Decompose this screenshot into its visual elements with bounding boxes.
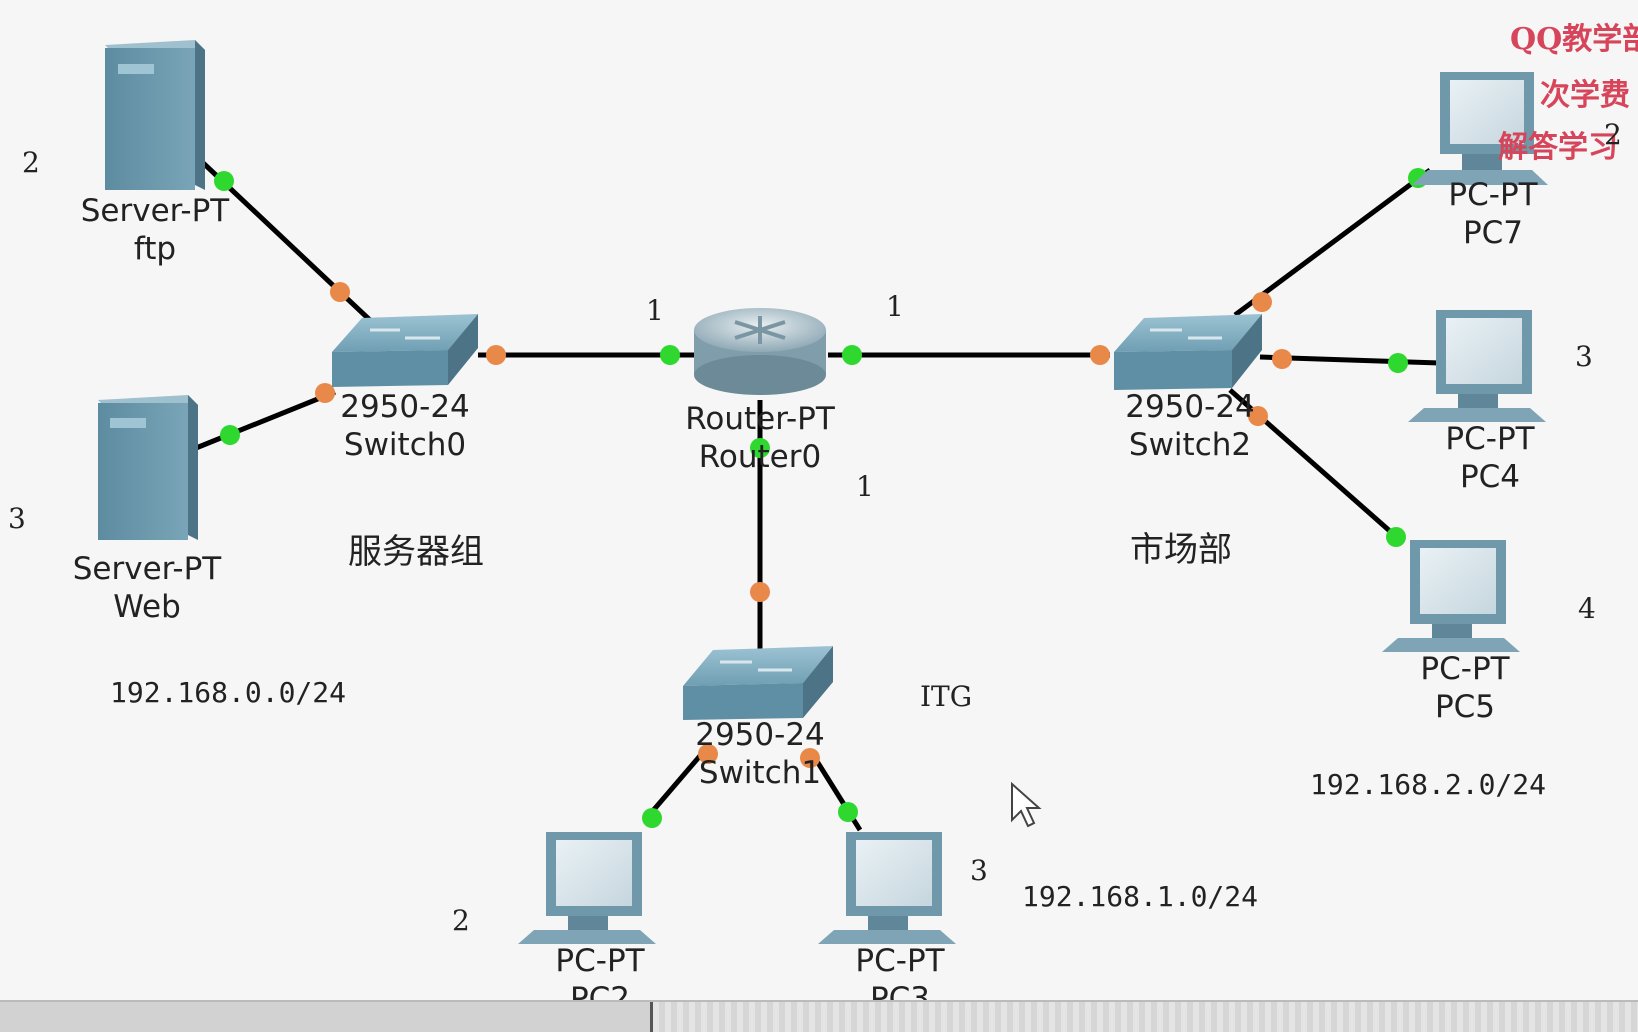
- router0-right-port-number: 1: [886, 290, 904, 323]
- pc3-name-label: PC3: [869, 981, 931, 1000]
- topology-canvas: [98, 40, 1548, 944]
- router0-left-port-number: 1: [646, 294, 664, 327]
- watermark-line-3: 解答学习: [1498, 130, 1618, 165]
- server-web-name-label: Web: [113, 589, 181, 625]
- switch1-name-label: Switch1: [698, 755, 822, 791]
- pc3-icon[interactable]: [818, 832, 956, 944]
- servers-group-label: 服务器组: [348, 532, 484, 572]
- watermark-line-2: 次学费: [1540, 78, 1630, 113]
- switch0-model-label: 2950-24: [340, 389, 470, 425]
- switch2-icon[interactable]: [1114, 314, 1262, 390]
- link-status-lights: [214, 168, 1428, 828]
- switch1-icon[interactable]: [683, 646, 833, 720]
- link-switch1-pc2[interactable]: [643, 748, 707, 822]
- pc4-port-number: 3: [1575, 340, 1593, 373]
- pc2-icon[interactable]: [518, 832, 656, 944]
- pc5-model-label: PC-PT: [1420, 651, 1510, 687]
- pc2-name-label: PC2: [569, 981, 631, 1000]
- itg-network-label: 192.168.1.0/24: [1022, 880, 1259, 913]
- server-web-icon[interactable]: [98, 395, 198, 540]
- pc2-model-label: PC-PT: [555, 943, 645, 979]
- pc7-model-label: PC-PT: [1448, 177, 1538, 213]
- mouse-pointer-icon: [1011, 781, 1042, 828]
- watermark-line-1: QQ教学部: [1510, 22, 1638, 57]
- switch0-name-label: Switch0: [343, 427, 467, 463]
- link-switch2-pc7[interactable]: [1233, 167, 1432, 318]
- switch1-model-label: 2950-24: [695, 717, 825, 753]
- pc4-model-label: PC-PT: [1445, 421, 1535, 457]
- status-bar: [0, 1000, 1638, 1032]
- market-group-label: 市场部: [1130, 530, 1232, 570]
- server-ftp-icon[interactable]: [105, 40, 205, 190]
- pc4-icon[interactable]: [1408, 310, 1546, 422]
- switch2-model-label: 2950-24: [1125, 389, 1255, 425]
- pc5-name-label: PC5: [1434, 689, 1496, 725]
- switch2-name-label: Switch2: [1128, 427, 1252, 463]
- pc7-port-number: 2: [1604, 118, 1622, 151]
- itg-group-label: ITG: [920, 680, 973, 713]
- server-ftp-name-label: ftp: [133, 231, 177, 267]
- pc4-name-label: PC4: [1459, 459, 1521, 495]
- server-ftp-port-number: 2: [22, 146, 40, 179]
- pc5-port-number: 4: [1578, 592, 1596, 625]
- pc7-name-label: PC7: [1462, 215, 1524, 251]
- server-ftp-model-label: Server-PT: [80, 193, 230, 229]
- servers-network-label: 192.168.0.0/24: [110, 676, 347, 709]
- pc7-icon[interactable]: [1412, 72, 1548, 185]
- pc5-icon[interactable]: [1382, 540, 1520, 652]
- status-bar-right-panel: [653, 1002, 1638, 1032]
- pc2-port-number: 2: [452, 904, 470, 937]
- switch0-icon[interactable]: [332, 314, 478, 387]
- server-web-model-label: Server-PT: [72, 551, 222, 587]
- router0-name-label: Router0: [698, 439, 822, 475]
- pc3-model-label: PC-PT: [855, 943, 945, 979]
- market-network-label: 192.168.2.0/24: [1310, 768, 1547, 801]
- server-web-port-number: 3: [8, 502, 26, 535]
- pc3-port-number: 3: [970, 854, 988, 887]
- router0-icon[interactable]: [694, 308, 826, 395]
- topology-workspace[interactable]: QQ教学部 次学费 解答学习 Server-PT ftp 2 Server-PT…: [0, 0, 1638, 1000]
- router0-model-label: Router-PT: [685, 401, 835, 437]
- router0-bottom-port-number: 1: [856, 470, 874, 503]
- status-bar-left-panel: [0, 1002, 653, 1032]
- link-web-switch0[interactable]: [195, 389, 336, 451]
